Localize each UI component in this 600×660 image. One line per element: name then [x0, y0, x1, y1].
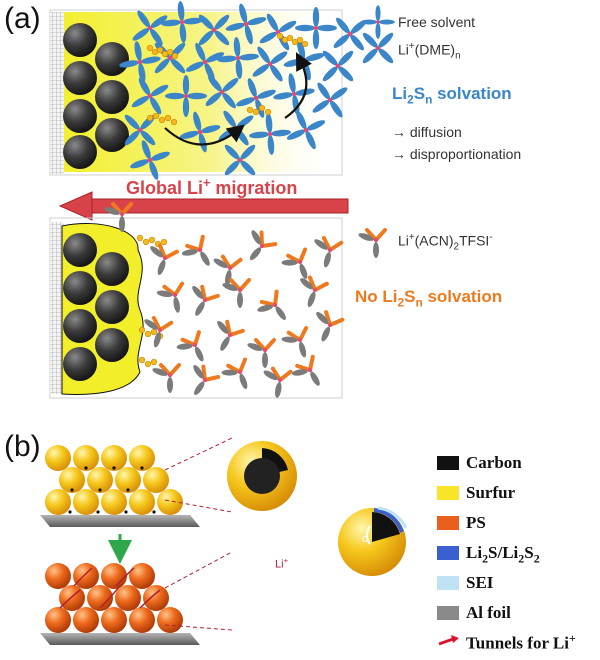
top-al-foil — [40, 515, 200, 527]
zoom-sulfur-particle — [227, 441, 297, 511]
zoom-core-label: c — [247, 606, 253, 618]
sulfur-particle-stack — [45, 445, 183, 515]
top-carbon-particles — [63, 23, 129, 169]
zoom-lines — [164, 437, 233, 631]
polysulfide-chains-top — [146, 32, 309, 126]
ps-particle-stack — [45, 563, 183, 633]
legend-free-solvent-label: Free solvent — [398, 14, 476, 30]
legend-li2s-label: Li2S/Li2S2 — [466, 543, 540, 566]
legend-al-foil-label: Al foil — [466, 603, 511, 622]
legend-free-solvent-icon — [361, 5, 395, 39]
legend-li-acn-icon — [358, 228, 387, 258]
legend-sulfur-label: Surfur — [466, 483, 516, 502]
bottom-current-collector — [50, 222, 64, 394]
ps-particle-li-label: Li+ — [275, 556, 289, 571]
panel-a-label: (a) — [4, 2, 41, 35]
bottom-carbon-particles — [63, 233, 129, 381]
legend-tunnel-arrow-icon — [438, 635, 459, 646]
legend-ps-swatch — [437, 516, 459, 530]
li2sn-solvation-label: Li2Sn solvation — [392, 84, 512, 107]
sei-core-label: c — [362, 533, 368, 545]
return-curve-arrow — [284, 52, 312, 119]
legend-tunnel-label: Tunnels for Li+ — [466, 631, 576, 653]
legend-li-dme-icon — [362, 32, 394, 64]
legend-sei-label: SEI — [466, 573, 494, 592]
legend-carbon-swatch — [437, 456, 459, 470]
bottom-al-foil — [40, 633, 200, 645]
panel-b-label: (b) — [4, 430, 41, 463]
legend-carbon-label: Carbon — [466, 453, 522, 472]
sei-particle — [338, 506, 408, 576]
panel-a-diagram — [49, 1, 395, 399]
legend-sei-swatch — [437, 576, 459, 590]
no-li2sn-solvation-label: No Li2Sn solvation — [355, 287, 503, 310]
global-migration-arrow — [58, 191, 349, 221]
legend-al-foil-swatch — [437, 606, 459, 620]
diffusion-curve-arrow — [164, 124, 245, 146]
legend-li-acn-label: Li+(ACN)2TFSI- — [398, 232, 493, 253]
legend-ps-label: PS — [466, 513, 486, 532]
legend-li-dme-label: Li+(DME)n — [398, 41, 461, 62]
panel-b-diagram — [40, 437, 408, 645]
polysulfide-chains-bottom — [136, 234, 168, 368]
global-migration-label: Global Li+ migration — [126, 176, 298, 198]
legend-sulfur-swatch — [437, 486, 459, 500]
process-disproportionation-label: → disproportionation — [392, 146, 522, 162]
process-diffusion-label: → diffusion — [392, 124, 462, 140]
legend-li2s-swatch — [437, 546, 459, 560]
top-current-collector — [50, 12, 64, 174]
acn-solvent-molecules — [104, 202, 345, 398]
